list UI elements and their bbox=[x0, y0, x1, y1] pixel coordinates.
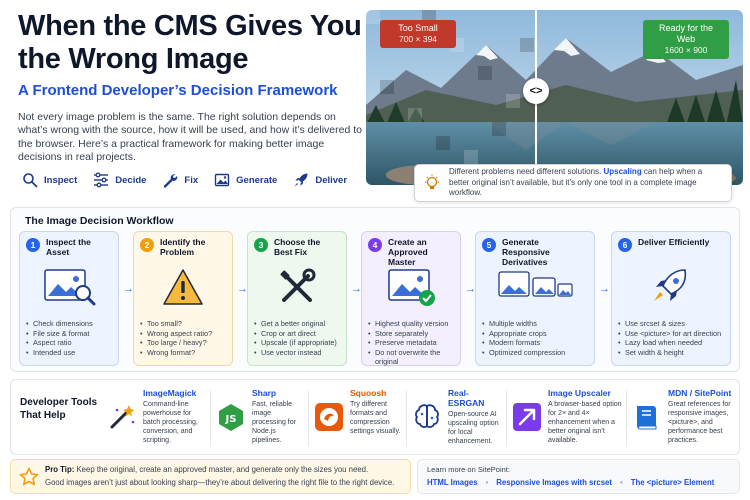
tool-separator bbox=[406, 390, 407, 446]
flow-arrow: → bbox=[237, 283, 248, 295]
brain-icon bbox=[415, 404, 439, 428]
nodejs-hexagon-icon: JS bbox=[219, 404, 243, 431]
tool-separator bbox=[506, 390, 507, 446]
page-title: When the CMS Gives You the Wrong Image bbox=[18, 10, 362, 75]
tools-icon bbox=[280, 268, 316, 302]
link-picture-element[interactable]: The <picture> Element bbox=[630, 478, 715, 487]
star-icon bbox=[19, 467, 39, 486]
step-label: Decide bbox=[115, 174, 147, 186]
step-label: Fix bbox=[184, 174, 199, 186]
learn-more-links: HTML Images • Responsive Images with src… bbox=[427, 478, 722, 487]
upscaling-highlight: Upscaling bbox=[603, 167, 642, 177]
tools-label: Developer Tools That Help bbox=[20, 397, 98, 421]
step-inspect: Inspect bbox=[22, 172, 77, 188]
flow-arrow: → bbox=[599, 283, 610, 295]
step-label: Generate bbox=[236, 174, 278, 186]
svg-text:JS: JS bbox=[225, 414, 237, 425]
warning-icon bbox=[163, 269, 203, 305]
flow-arrow: → bbox=[351, 283, 362, 295]
workflow-title: The Image Decision Workflow bbox=[25, 215, 174, 227]
intro-paragraph: Not every image problem is the same. The… bbox=[18, 111, 362, 164]
tool-separator bbox=[626, 390, 627, 446]
learn-more-label: Learn more on SitePoint: bbox=[427, 465, 510, 474]
step-label: Inspect bbox=[44, 174, 78, 186]
process-steps: Inspect Decide Fix Generate Deliver bbox=[22, 172, 363, 188]
link-responsive-images[interactable]: Responsive Images with srcset bbox=[496, 478, 612, 487]
squoosh-icon bbox=[315, 403, 343, 431]
inspect-image-icon bbox=[44, 269, 96, 306]
multiple-images-icon bbox=[498, 271, 573, 297]
step-deliver: Deliver bbox=[293, 172, 347, 188]
before-after-comparison[interactable]: Too Small 700 × 394 Ready for the Web 16… bbox=[366, 10, 743, 185]
approved-image-icon bbox=[388, 269, 435, 306]
flow-arrow: → bbox=[465, 283, 476, 295]
comparison-slider-handle[interactable]: <> bbox=[523, 78, 549, 104]
step-decide: Decide bbox=[93, 172, 146, 188]
wrench-icon bbox=[164, 174, 178, 188]
ready-badge: Ready for the Web 1600 × 900 bbox=[643, 20, 729, 59]
lightbulb-icon bbox=[425, 174, 439, 189]
flow-arrow: → bbox=[123, 283, 134, 295]
rocket-icon bbox=[294, 173, 308, 187]
step-fix: Fix bbox=[162, 172, 198, 188]
rocket-icon bbox=[654, 269, 687, 301]
step-generate: Generate bbox=[214, 172, 277, 188]
sliders-icon bbox=[94, 172, 109, 188]
step-label: Deliver bbox=[315, 174, 348, 186]
tool-separator bbox=[308, 390, 309, 446]
upscale-arrow-icon bbox=[513, 403, 541, 431]
link-html-images[interactable]: HTML Images bbox=[427, 478, 478, 487]
image-icon bbox=[214, 173, 230, 187]
learn-more-panel: Learn more on SitePoint: HTML Images • R… bbox=[417, 459, 740, 494]
book-icon bbox=[637, 406, 657, 430]
magnifier-icon bbox=[23, 173, 38, 188]
too-small-badge: Too Small 700 × 394 bbox=[380, 20, 456, 48]
pro-tip-banner: Pro Tip: Keep the original, create an ap… bbox=[10, 459, 411, 494]
upscaling-callout: Different problems need different soluti… bbox=[414, 164, 732, 202]
page-subtitle: A Frontend Developer’s Decision Framewor… bbox=[18, 82, 338, 99]
magic-wand-icon bbox=[110, 405, 135, 429]
pro-tip-label: Pro Tip: bbox=[45, 465, 75, 474]
link-separator: • bbox=[619, 478, 623, 487]
link-separator: • bbox=[485, 478, 489, 487]
tool-separator bbox=[210, 390, 211, 446]
